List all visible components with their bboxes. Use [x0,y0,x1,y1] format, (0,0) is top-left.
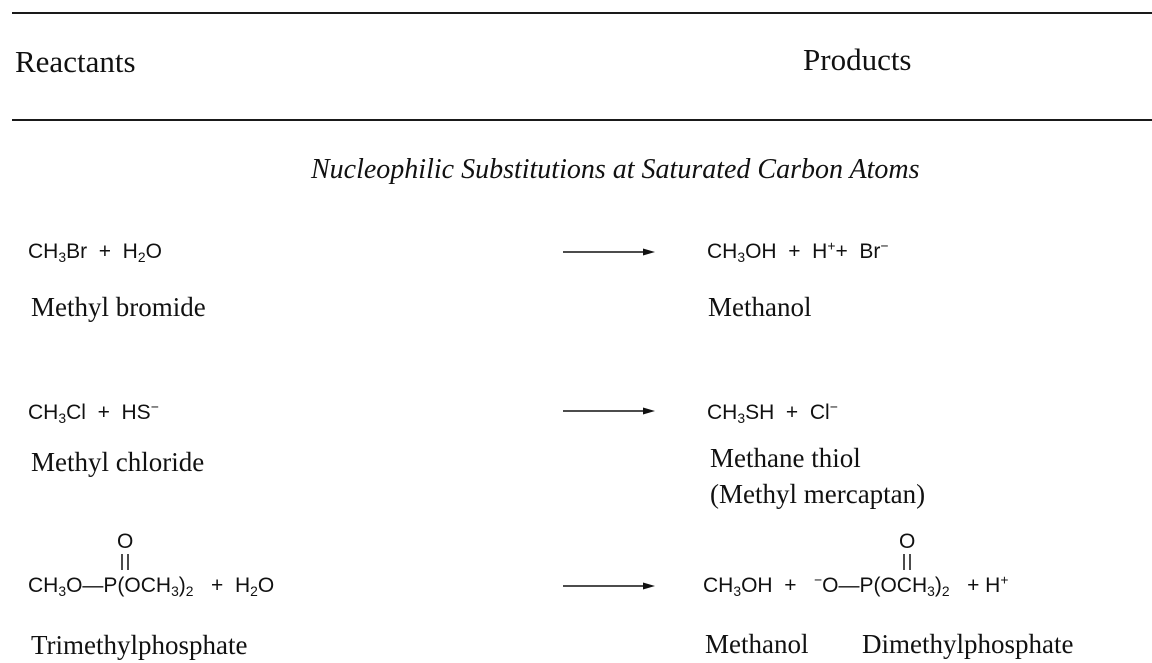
section-title: Nucleophilic Substitutions at Saturated … [311,154,920,185]
product-name-alt-2: (Methyl mercaptan) [710,479,926,509]
product-name-1: Methanol [708,292,812,322]
reactant-formula-3: CH3O—P(OCH3)2 + H2O [28,574,275,599]
products-header: Products [803,42,912,77]
reactant-name-3: Trimethylphosphate [31,630,248,660]
reactants-header: Reactants [15,44,136,79]
product-formula-3: CH3OH + −O—P(OCH3)2 + H+ [703,571,1009,599]
product-name-2: Methane thiol [710,443,861,473]
double-bond-reactant [121,554,129,570]
reactant-name-2: Methyl chloride [31,447,205,477]
reaction-arrow-3 [563,582,655,590]
reactant-formula-1: CH3Br + H2O [28,240,162,265]
top-rule [12,12,1152,14]
double-bond-product [903,554,911,570]
product-formula-1: CH3OH + H++ Br− [707,237,889,265]
reactant-formula-2: CH3Cl + HS− [28,398,159,426]
reaction-arrow-2 [563,407,655,415]
product-formula-2: CH3SH + Cl− [707,398,838,426]
header-rule [12,119,1152,121]
product-name-3a: Methanol [705,629,809,659]
phosphoryl-oxygen-product: O [899,530,916,553]
phosphoryl-oxygen-reactant: O [117,530,134,553]
reaction-arrow-1 [563,248,655,256]
reactant-name-1: Methyl bromide [31,292,206,322]
product-name-3b: Dimethylphosphate [862,629,1074,659]
